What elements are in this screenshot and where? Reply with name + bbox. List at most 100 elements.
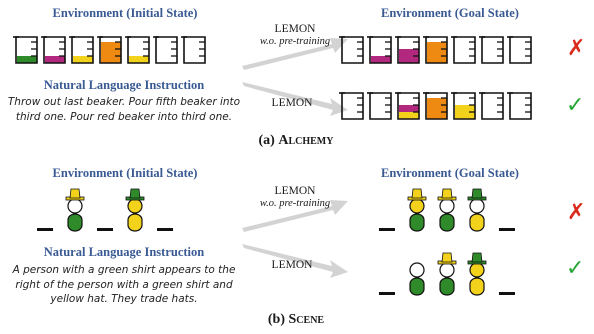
beaker [479,36,504,64]
alchemy-wrong-beakers [339,36,532,64]
caption-name: Scene [288,312,325,327]
beaker-fill [101,56,121,63]
check-mark-icon: ✓ [566,93,585,118]
person-shirt [67,213,83,232]
beaker [367,92,392,120]
empty-position [379,292,395,295]
hat-crown [129,188,141,199]
beaker [367,36,392,64]
beaker-outline [509,36,532,64]
model-name: LEMON [271,97,313,109]
alchemy-arrow-top [242,38,348,70]
beaker-fill [399,105,419,112]
beaker-outline [15,36,38,64]
person-head [469,262,485,278]
person [467,188,487,232]
beaker-outline [453,36,476,64]
beaker-outline [397,92,420,120]
beaker [69,36,94,64]
beaker [13,36,38,64]
alchemy-initial-header: Environment (Initial State) [52,6,198,20]
beaker [153,36,178,64]
person-head [409,198,425,214]
beaker-outline [481,92,504,120]
person-head [127,198,143,214]
beaker-outline [369,36,392,64]
beaker [451,36,476,64]
model-name: LEMON [271,259,313,271]
scene-initial-header: Environment (Initial State) [52,166,198,180]
beaker [125,36,150,64]
caption-prefix: (b) [267,312,289,327]
beaker-fill [101,49,121,56]
beaker-fill [427,112,447,119]
alchemy-instruction-header: Natural Language Instruction [43,78,205,92]
person [65,188,85,232]
model-name: LEMON [274,23,316,35]
scene-arrow-top-label: LEMON w.o. pre-training [260,185,330,210]
model-name: LEMON [274,185,316,197]
alchemy-arrow-top-label: LEMON w.o. pre-training [260,23,330,48]
beaker [395,92,420,120]
model-variant: w.o. pre-training [259,35,331,47]
beaker [451,92,476,120]
instruction-line: yellow hat. They trade hats. [50,293,198,305]
scene-instruction-header: Natural Language Instruction [43,245,205,259]
person-shirt [469,277,485,296]
beaker-outline [341,92,364,120]
beaker-outline [369,92,392,120]
beaker-fill [371,56,391,63]
hat-crown [411,188,423,199]
beaker-outline [453,92,476,120]
person-shirt [439,213,455,232]
hat-crown [471,188,483,199]
hat-crown [441,188,453,199]
cross-mark-icon: ✗ [567,36,586,61]
beaker [395,36,420,64]
scene-instruction-text: A person with a green shirt appears to t… [4,263,244,307]
empty-position [157,228,173,231]
hat-crown [69,188,81,199]
beaker [423,92,448,120]
beaker [41,36,66,64]
beaker-outline [481,36,504,64]
scene-wrong-people [379,188,515,232]
person-head [409,262,425,278]
beaker [339,36,364,64]
check-mark-icon: ✓ [566,256,585,281]
beaker-fill [455,105,475,112]
alchemy-goal-header: Environment (Goal State) [381,6,519,20]
beaker-outline [397,36,420,64]
beaker-fill [399,56,419,63]
beaker-fill [427,42,447,49]
alchemy-arrow-bottom-label: LEMON [272,97,313,110]
person [125,188,145,232]
beaker-outline [127,36,150,64]
empty-position [499,228,515,231]
beaker-fill [427,49,447,56]
person-head [469,198,485,214]
scene-caption: (b) Scene [268,312,324,328]
person-head [439,262,455,278]
beaker-fill [399,112,419,119]
person-shirt [439,277,455,296]
beaker-outline [43,36,66,64]
beaker [339,92,364,120]
scene-goal-header: Environment (Goal State) [381,166,519,180]
beaker-fill [399,49,419,56]
beaker-fill [17,56,37,63]
instruction-line: Throw out last beaker. Pour fifth beaker… [7,96,241,108]
beaker-outline [71,36,94,64]
caption-prefix: (a) [258,133,279,148]
alchemy-instruction-text: Throw out last beaker. Pour fifth beaker… [4,95,244,124]
scene-correct-people [379,252,515,296]
person-head [439,198,455,214]
hat-crown [471,252,483,263]
beaker [507,36,532,64]
person [467,252,487,296]
instruction-line: right of the person with a green shirt a… [15,278,233,291]
instruction-line: third one. Pour red beaker into third on… [15,110,233,123]
alchemy-arrow-bottom [242,82,348,116]
beaker [97,36,122,64]
beaker-fill [73,56,93,63]
